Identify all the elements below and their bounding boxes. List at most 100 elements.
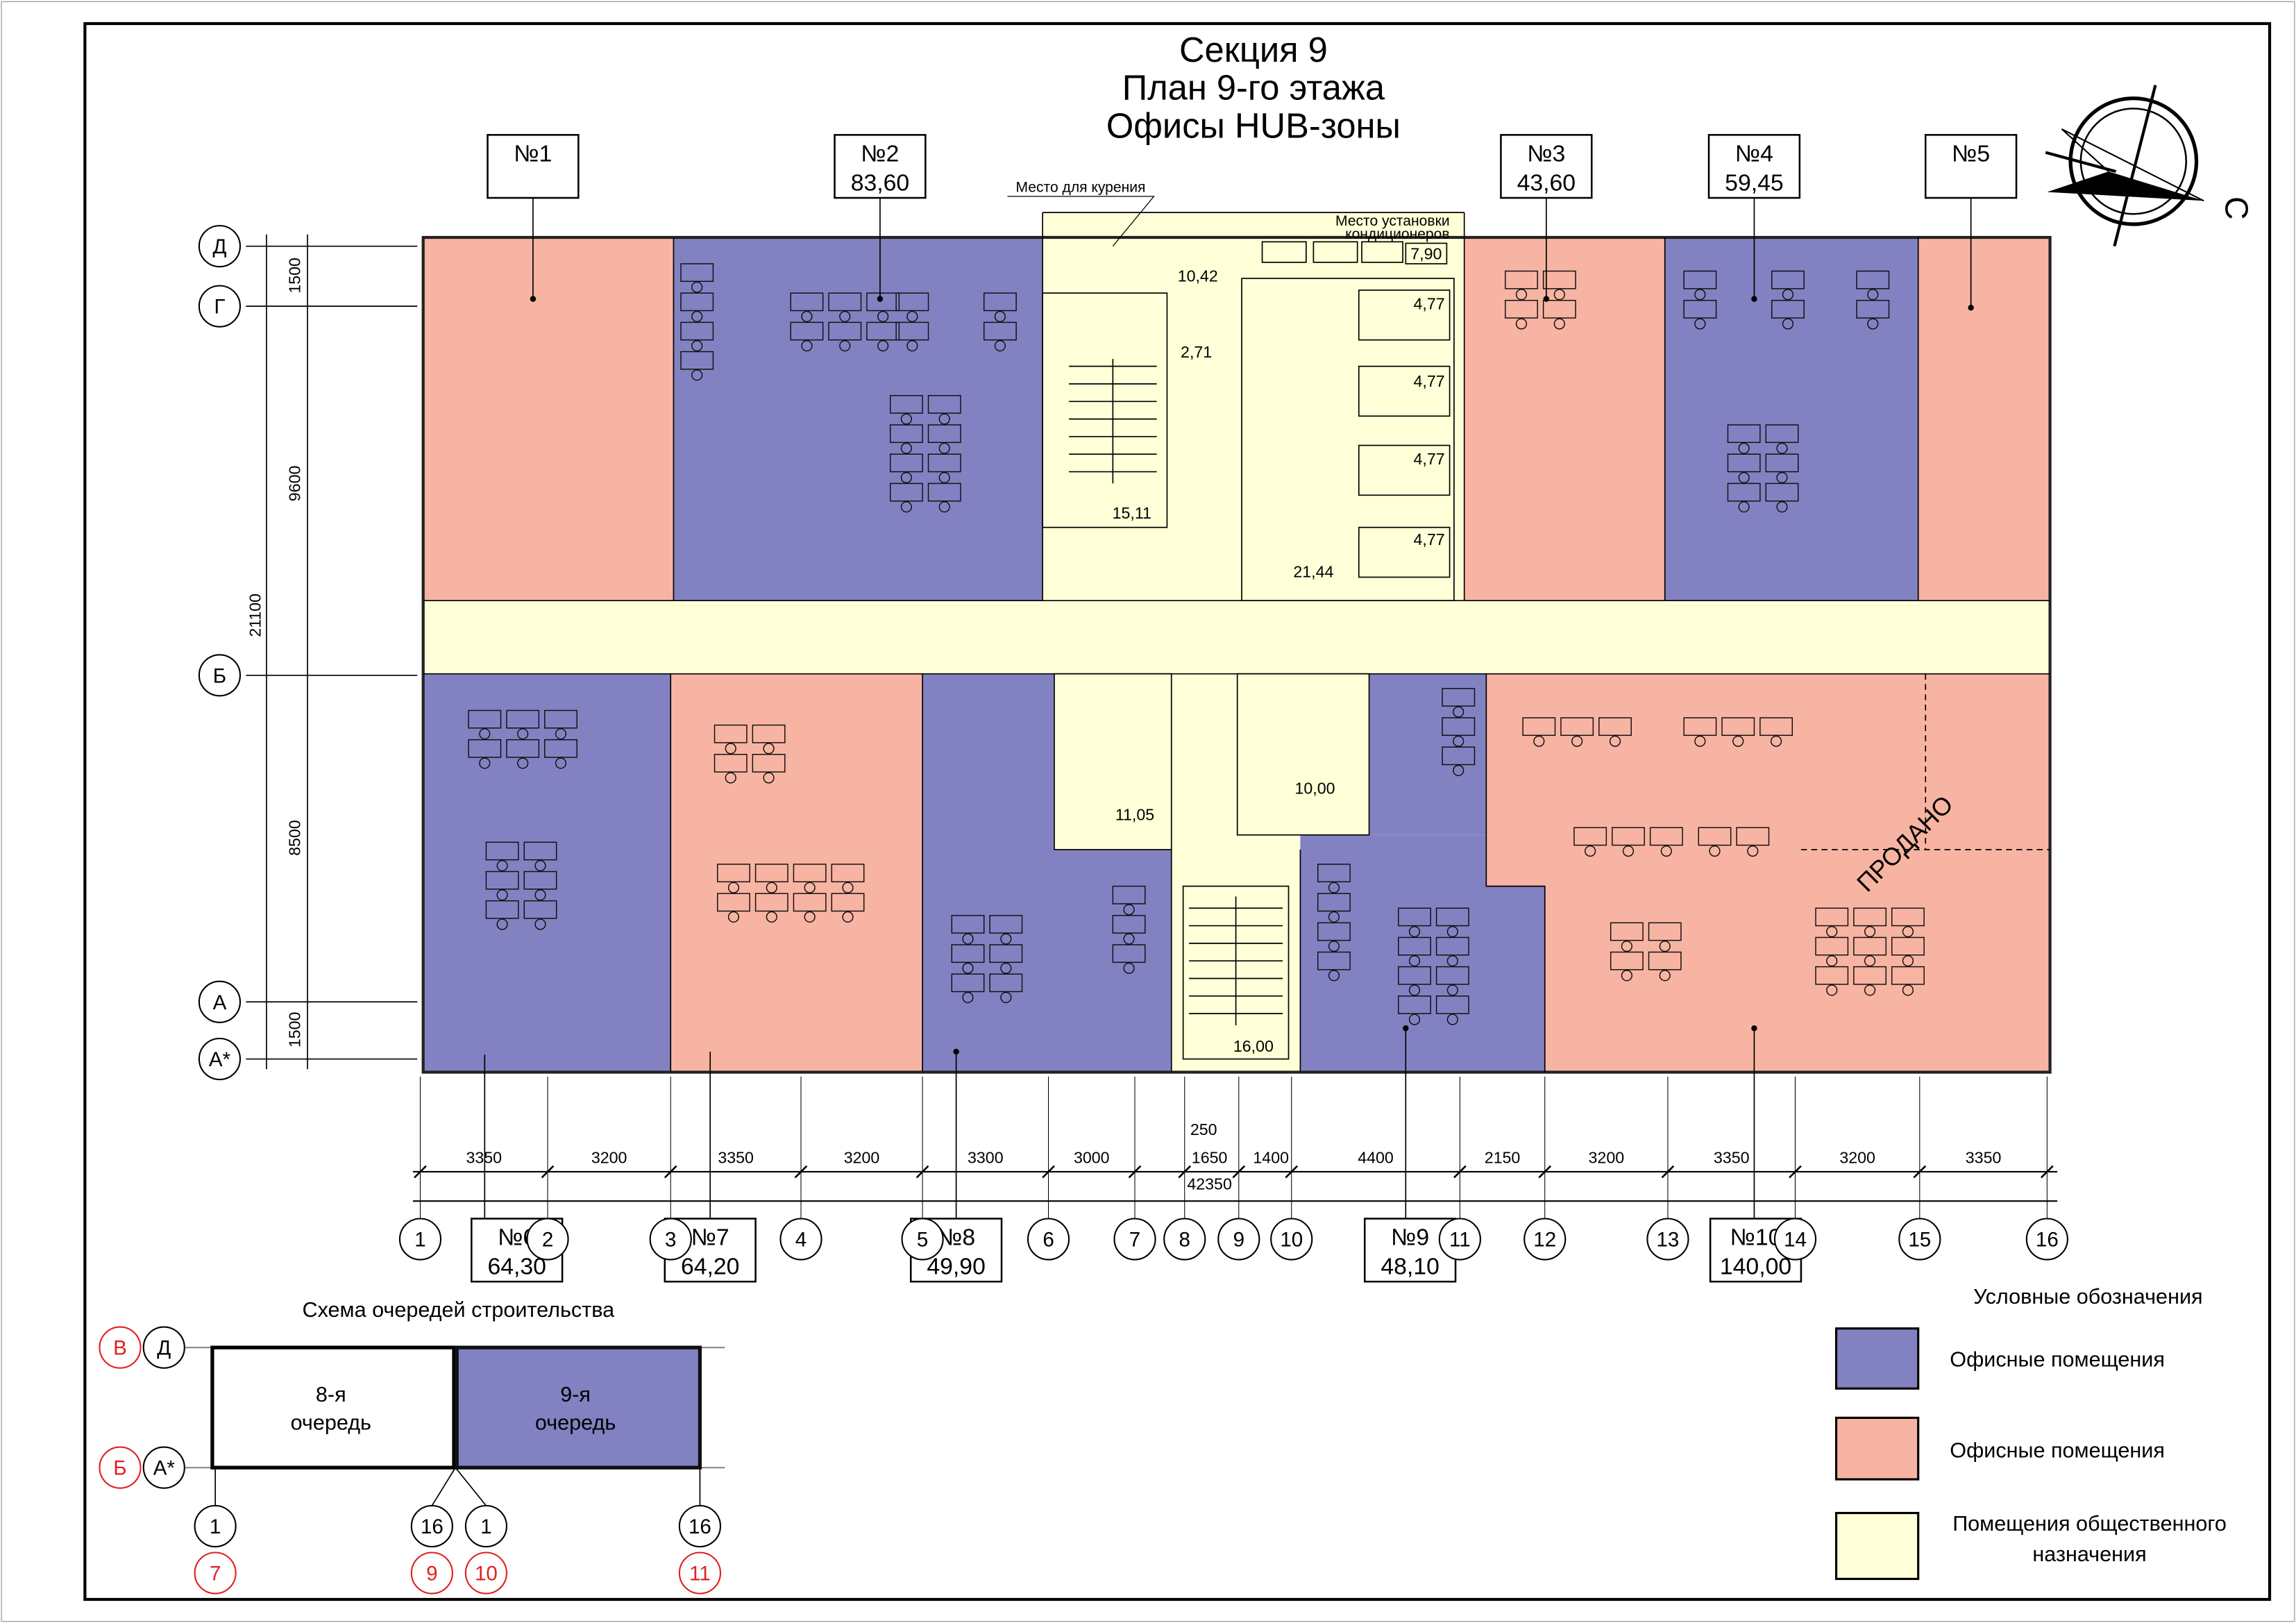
svg-text:140,00: 140,00 xyxy=(1720,1254,1791,1280)
area-smoking: 10,42 xyxy=(1178,267,1218,285)
desk xyxy=(1610,951,1644,970)
svg-text:21100: 21100 xyxy=(246,594,264,637)
desk xyxy=(544,739,577,758)
desk xyxy=(790,321,824,341)
chair xyxy=(766,882,777,893)
smoking-place-note: Место для курения xyxy=(1015,180,1145,196)
chair xyxy=(1453,764,1464,777)
chair xyxy=(994,339,1006,352)
desk xyxy=(1727,424,1761,444)
axis-bubble xyxy=(398,1218,442,1261)
chair xyxy=(839,339,851,352)
desk xyxy=(1442,717,1476,737)
dim-label: 1400 xyxy=(1253,1148,1289,1166)
desk xyxy=(714,753,748,773)
svg-text:1: 1 xyxy=(210,1515,221,1538)
svg-text:А*: А* xyxy=(153,1457,176,1480)
svg-text:8500: 8500 xyxy=(285,820,303,856)
stairs-top xyxy=(1069,359,1157,484)
dim-tick xyxy=(1285,1165,1299,1179)
desk xyxy=(1112,885,1146,905)
chair xyxy=(1408,925,1421,938)
axis-bubble xyxy=(779,1218,822,1261)
dim-tick xyxy=(1042,1165,1055,1179)
desk xyxy=(1771,270,1805,289)
desk xyxy=(1683,717,1717,737)
desk xyxy=(1853,907,1887,927)
svg-text:9-я: 9-я xyxy=(560,1383,591,1406)
desk xyxy=(895,292,929,312)
chair xyxy=(1902,925,1914,938)
chair xyxy=(804,882,816,893)
desk xyxy=(1765,482,1799,502)
svg-text:Г: Г xyxy=(214,296,225,319)
chair xyxy=(842,911,854,923)
svg-text:16: 16 xyxy=(421,1515,444,1538)
area-lift: 4,77 xyxy=(1413,294,1444,312)
chair xyxy=(1826,955,1838,967)
desk xyxy=(1649,827,1683,846)
desk xyxy=(831,893,865,912)
chair xyxy=(1694,735,1706,747)
dim-label: 3350 xyxy=(1714,1148,1750,1166)
area-lobby: 2,71 xyxy=(1181,343,1212,361)
chair xyxy=(962,933,974,945)
chair xyxy=(1867,318,1879,330)
desk xyxy=(680,292,714,312)
axis-label: 4 xyxy=(795,1229,807,1252)
svg-text:43,60: 43,60 xyxy=(1517,169,1576,196)
axis-bubble xyxy=(2025,1218,2068,1261)
svg-text:64,30: 64,30 xyxy=(487,1254,546,1280)
desk xyxy=(1771,299,1805,319)
chair xyxy=(725,743,736,755)
desk xyxy=(1721,717,1755,737)
chair xyxy=(1408,1014,1421,1025)
dim-tick xyxy=(794,1165,808,1179)
desk xyxy=(1442,746,1476,766)
chair xyxy=(1621,970,1632,982)
dim-tick xyxy=(1178,1165,1192,1179)
chair xyxy=(877,310,889,323)
chair xyxy=(1609,735,1621,747)
chair xyxy=(1738,442,1750,454)
svg-text:№5: №5 xyxy=(1952,140,1990,167)
dim-tick xyxy=(2041,1165,2054,1179)
axis-label: 1 xyxy=(414,1229,425,1252)
desk xyxy=(989,973,1023,993)
title-zone: Офисы HUB-зоны xyxy=(1106,106,1401,146)
desk xyxy=(1853,936,1887,956)
svg-text:Офисные помещения: Офисные помещения xyxy=(1950,1348,2165,1372)
desk xyxy=(1891,936,1925,956)
chair xyxy=(994,310,1006,323)
desk xyxy=(680,351,714,370)
chair xyxy=(1453,706,1464,718)
chair xyxy=(1123,933,1135,945)
room-label-3: №3 43,60 xyxy=(1500,134,1593,302)
desk xyxy=(485,871,519,890)
dim-label: 3200 xyxy=(1839,1148,1875,1166)
axis-label: 15 xyxy=(1908,1229,1931,1252)
svg-text:№1: №1 xyxy=(514,140,552,167)
dim-label: 3000 xyxy=(1074,1148,1110,1166)
desk xyxy=(1317,951,1351,970)
chair xyxy=(1553,318,1565,330)
svg-text:10: 10 xyxy=(475,1563,498,1586)
chair xyxy=(1782,289,1794,301)
building xyxy=(421,212,2052,1074)
axis-bubble xyxy=(1646,1218,1689,1261)
desk xyxy=(1398,907,1431,927)
axis-bubble xyxy=(1773,1218,1817,1261)
chair xyxy=(496,918,508,930)
room-label-2: №2 83,60 xyxy=(834,134,927,302)
dim-tick xyxy=(1913,1165,1927,1179)
dim-tick xyxy=(1453,1165,1467,1179)
wc-right xyxy=(1237,673,1369,835)
chair xyxy=(727,911,740,923)
desk xyxy=(831,864,865,883)
desk xyxy=(927,395,961,414)
dim-tick xyxy=(1232,1165,1246,1179)
desk xyxy=(754,893,788,912)
chair xyxy=(1738,471,1750,484)
wc-left xyxy=(1054,673,1172,850)
